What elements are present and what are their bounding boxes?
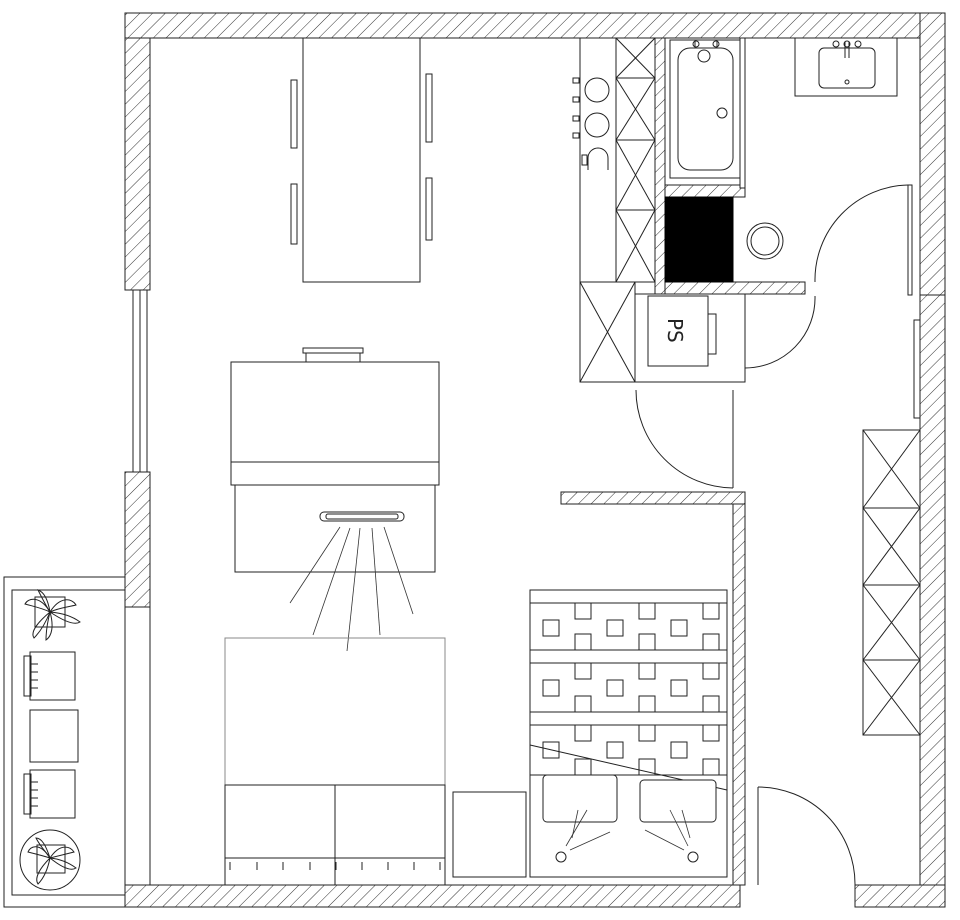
wall-right-lower bbox=[919, 294, 946, 908]
wall-bath-mid bbox=[664, 184, 746, 198]
wall-corridor-top bbox=[560, 491, 746, 505]
bathroom-door bbox=[744, 184, 913, 369]
bathroom bbox=[664, 37, 898, 283]
wardrobe-right bbox=[862, 429, 921, 736]
wardrobe-top bbox=[290, 37, 433, 283]
wardrobe-handle bbox=[290, 183, 298, 245]
shaft-label: PS bbox=[663, 318, 687, 343]
grid-bed bbox=[529, 589, 728, 878]
left-window bbox=[132, 290, 148, 472]
reading-light-icon bbox=[555, 851, 567, 863]
desk-unit bbox=[230, 347, 440, 652]
wall-right-upper bbox=[919, 12, 946, 296]
wardrobe-handle bbox=[425, 177, 433, 241]
entrance-door bbox=[757, 786, 856, 886]
kitchen-sink-icon bbox=[587, 147, 609, 170]
balcony-table bbox=[29, 709, 79, 763]
faucet-icon bbox=[697, 49, 711, 63]
wall-bath-left bbox=[654, 37, 666, 295]
toilet-icon bbox=[746, 222, 784, 260]
wall-bottom-left bbox=[124, 884, 741, 908]
right-window bbox=[913, 319, 921, 419]
wall-bath-vertical bbox=[739, 37, 746, 189]
wardrobe-handle bbox=[425, 73, 433, 143]
bathtub bbox=[669, 39, 741, 179]
wall-left-middle bbox=[124, 471, 151, 608]
washbasin bbox=[794, 37, 898, 97]
chair bbox=[23, 769, 76, 819]
stove-burner-icon bbox=[584, 112, 610, 138]
balcony bbox=[3, 576, 126, 908]
wall-top bbox=[124, 12, 946, 39]
outer-walls bbox=[124, 12, 946, 908]
drain-icon bbox=[716, 107, 728, 119]
shaft-box: PS bbox=[647, 295, 717, 367]
hall-door bbox=[635, 389, 734, 489]
grid-pattern bbox=[542, 602, 720, 776]
chair bbox=[23, 651, 76, 701]
lower-cabinet bbox=[579, 281, 746, 383]
wall-corridor-right bbox=[732, 503, 746, 886]
reading-light-icon bbox=[687, 851, 699, 863]
desk-lamp bbox=[319, 511, 405, 522]
wall-left-upper bbox=[124, 37, 151, 291]
wall-bottom-right bbox=[854, 884, 946, 908]
kitchen-unit bbox=[572, 37, 656, 283]
bed bbox=[224, 637, 446, 886]
wall-bath-bottom bbox=[654, 281, 806, 295]
washing-machine bbox=[664, 196, 734, 283]
plant-icon bbox=[24, 589, 81, 641]
wardrobe-handle bbox=[290, 79, 298, 149]
drain-icon bbox=[844, 79, 850, 85]
wall-left-lower-plain bbox=[124, 606, 151, 886]
stove-burner-icon bbox=[584, 77, 610, 103]
potted-plant-icon bbox=[19, 829, 81, 891]
small-cabinet bbox=[452, 791, 527, 878]
